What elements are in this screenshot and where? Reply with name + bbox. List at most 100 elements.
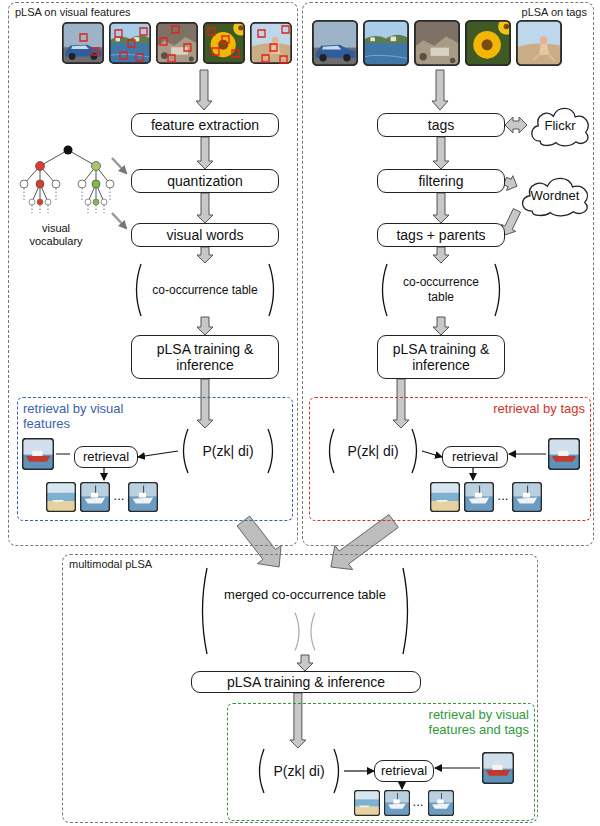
result-image (384, 790, 410, 816)
region-label: retrieval by visual features (23, 401, 127, 431)
block-arrow (197, 193, 213, 223)
process-box: filtering (377, 169, 505, 193)
vocabulary-arrow (112, 213, 126, 228)
matrix-label: P(zk| di) (202, 444, 253, 459)
vocabulary-tree (93, 199, 99, 205)
vocabulary-tree (92, 180, 100, 188)
matrix-label: P(zk| di) (347, 444, 398, 459)
vocabulary-tree (37, 199, 43, 205)
matrix-bracket-node: co-occurrence table (131, 263, 279, 317)
box-label: retrieval (452, 449, 498, 465)
cloud-outline (522, 178, 587, 216)
vocabulary-tree (24, 150, 110, 202)
block-arrow (433, 317, 449, 335)
box-label: retrieval (83, 449, 129, 465)
vocabulary-tree (64, 146, 73, 155)
cloud-label: Wordnet (531, 188, 580, 203)
box-label: filtering (418, 173, 463, 189)
box-label: retrieval (381, 763, 427, 779)
retrieval-region: retrieval by tagsP(zk| di) retrieval (309, 397, 591, 521)
signal-arrow (422, 451, 442, 457)
result-image (46, 482, 76, 512)
photo-thumbnail (516, 20, 562, 66)
matrix-bracket-node: P(zk| di) (324, 428, 422, 474)
vocabulary-tree (78, 180, 86, 188)
result-image (464, 482, 494, 512)
ellipsis-mark: ... (110, 488, 128, 503)
matrix-bracket-node: P(zk| di) (178, 428, 278, 474)
flow-arrow (503, 176, 517, 191)
block-arrow (197, 247, 213, 263)
cloud-label: Flickr (544, 118, 575, 133)
flow-arrow (505, 117, 527, 133)
cloud-service: Wordnet (517, 173, 593, 217)
vocabulary-tree (85, 199, 91, 205)
block-arrow (297, 655, 313, 671)
ellipsis-mark: ... (410, 794, 426, 809)
panel-heading: multimodal pLSA (69, 558, 531, 571)
flow-arrow (433, 247, 449, 263)
region-label: retrieval by visual features and tags (379, 707, 529, 737)
block-arrow (433, 247, 449, 263)
matrix-label: P(zk| di) (273, 764, 324, 779)
query-image (22, 438, 54, 470)
process-box: retrieval (442, 446, 508, 468)
vocabulary-label: visual vocabulary (16, 222, 96, 248)
block-arrow (331, 515, 398, 570)
matrix-label: merged co-occurrence table (224, 587, 386, 603)
box-label: pLSA training & inference (138, 341, 272, 373)
region-label: retrieval by tags (315, 401, 585, 416)
process-box: pLSA training & inference (131, 335, 279, 379)
vocabulary-arrow (112, 158, 126, 173)
flow-arrow (297, 655, 313, 671)
retrieval-region: retrieval by visual features and tagsP(z… (227, 703, 535, 821)
query-image (548, 438, 580, 470)
photo-thumbnail (250, 22, 292, 64)
cloud-service: Flickr (527, 103, 593, 147)
box-label: feature extraction (151, 117, 259, 133)
block-arrow (393, 379, 409, 428)
result-image (512, 482, 542, 512)
vocabulary-tree (36, 162, 45, 171)
retrieval-region: retrieval by visual features retrieval P(z… (17, 397, 293, 521)
flow-arrow (433, 137, 449, 169)
box-label: quantization (167, 173, 243, 189)
flow-arrow (197, 247, 213, 263)
block-arrow (237, 516, 281, 567)
result-arrow (472, 466, 473, 480)
process-box: quantization (131, 169, 279, 193)
process-box: tags (377, 113, 505, 137)
ellipsis-mark: ... (494, 488, 512, 503)
vocabulary-tree (20, 146, 114, 214)
panel-heading: pLSA on visual features (15, 6, 291, 19)
bracket-line (203, 568, 408, 654)
photo-thumbnail (414, 20, 460, 66)
matrix-bracket-node: co-occurrence table (377, 263, 505, 317)
result-image (428, 790, 454, 816)
inner-bracket (295, 613, 315, 651)
block-arrow (433, 193, 449, 223)
flow-arrow (290, 693, 306, 748)
process-box: retrieval (74, 446, 138, 468)
flow-arrow (393, 379, 409, 428)
signal-arrow (138, 451, 178, 457)
matrix-bracket-node: P(zk| di) (254, 748, 344, 794)
box-label: tags + parents (396, 227, 485, 243)
query-arrow (435, 767, 480, 768)
process-box: visual words (131, 223, 279, 247)
block-arrow (290, 693, 306, 748)
arrow-line (138, 451, 178, 457)
flow-arrow (197, 379, 213, 428)
vocabulary-tree (29, 199, 35, 205)
signal-arrow (344, 771, 374, 772)
bracket-line (184, 429, 273, 473)
bracket-line (260, 749, 339, 793)
result-image (430, 482, 460, 512)
box-label: pLSA training & inference (227, 674, 385, 690)
result-image (80, 482, 110, 512)
flow-arrow (432, 70, 448, 110)
photo-thumbnail (312, 20, 358, 66)
matrix-label: co-occurrence table (152, 283, 257, 298)
flow-arrow (196, 70, 212, 110)
vocabulary-tree (52, 180, 60, 188)
